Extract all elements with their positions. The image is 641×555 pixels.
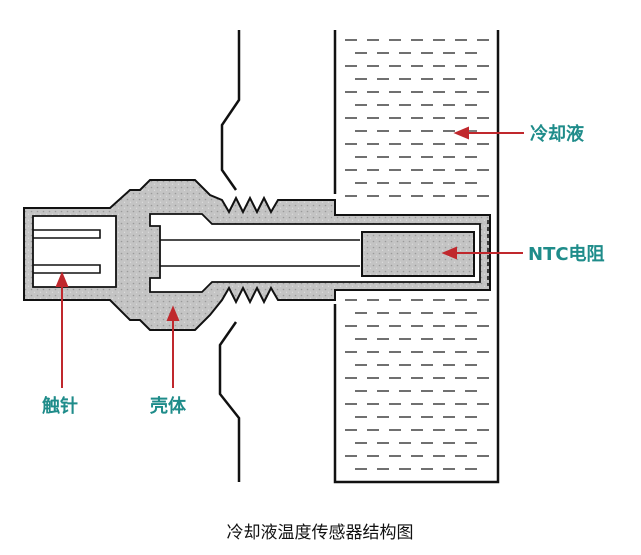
label-ntc-resistor: NTC电阻 [528, 243, 605, 265]
connector-cavity [32, 215, 117, 288]
figure-caption: 冷却液温度传感器结构图 [227, 523, 414, 543]
engine-wall-outline [218, 30, 241, 482]
coolant-arrowhead [453, 126, 469, 140]
label-shell: 壳体 [149, 395, 187, 417]
coolant-wall-outline [333, 30, 500, 484]
coolant-liquid-hatching [345, 39, 489, 470]
contact-pin [33, 229, 101, 274]
shell-arrowhead [166, 305, 180, 321]
lead-wires [160, 239, 360, 267]
callout-arrows [55, 126, 524, 388]
ntc-arrowhead [441, 246, 457, 260]
label-pin: 触针 [42, 395, 78, 417]
pin-arrowhead [55, 271, 69, 287]
label-coolant: 冷却液 [530, 123, 585, 145]
